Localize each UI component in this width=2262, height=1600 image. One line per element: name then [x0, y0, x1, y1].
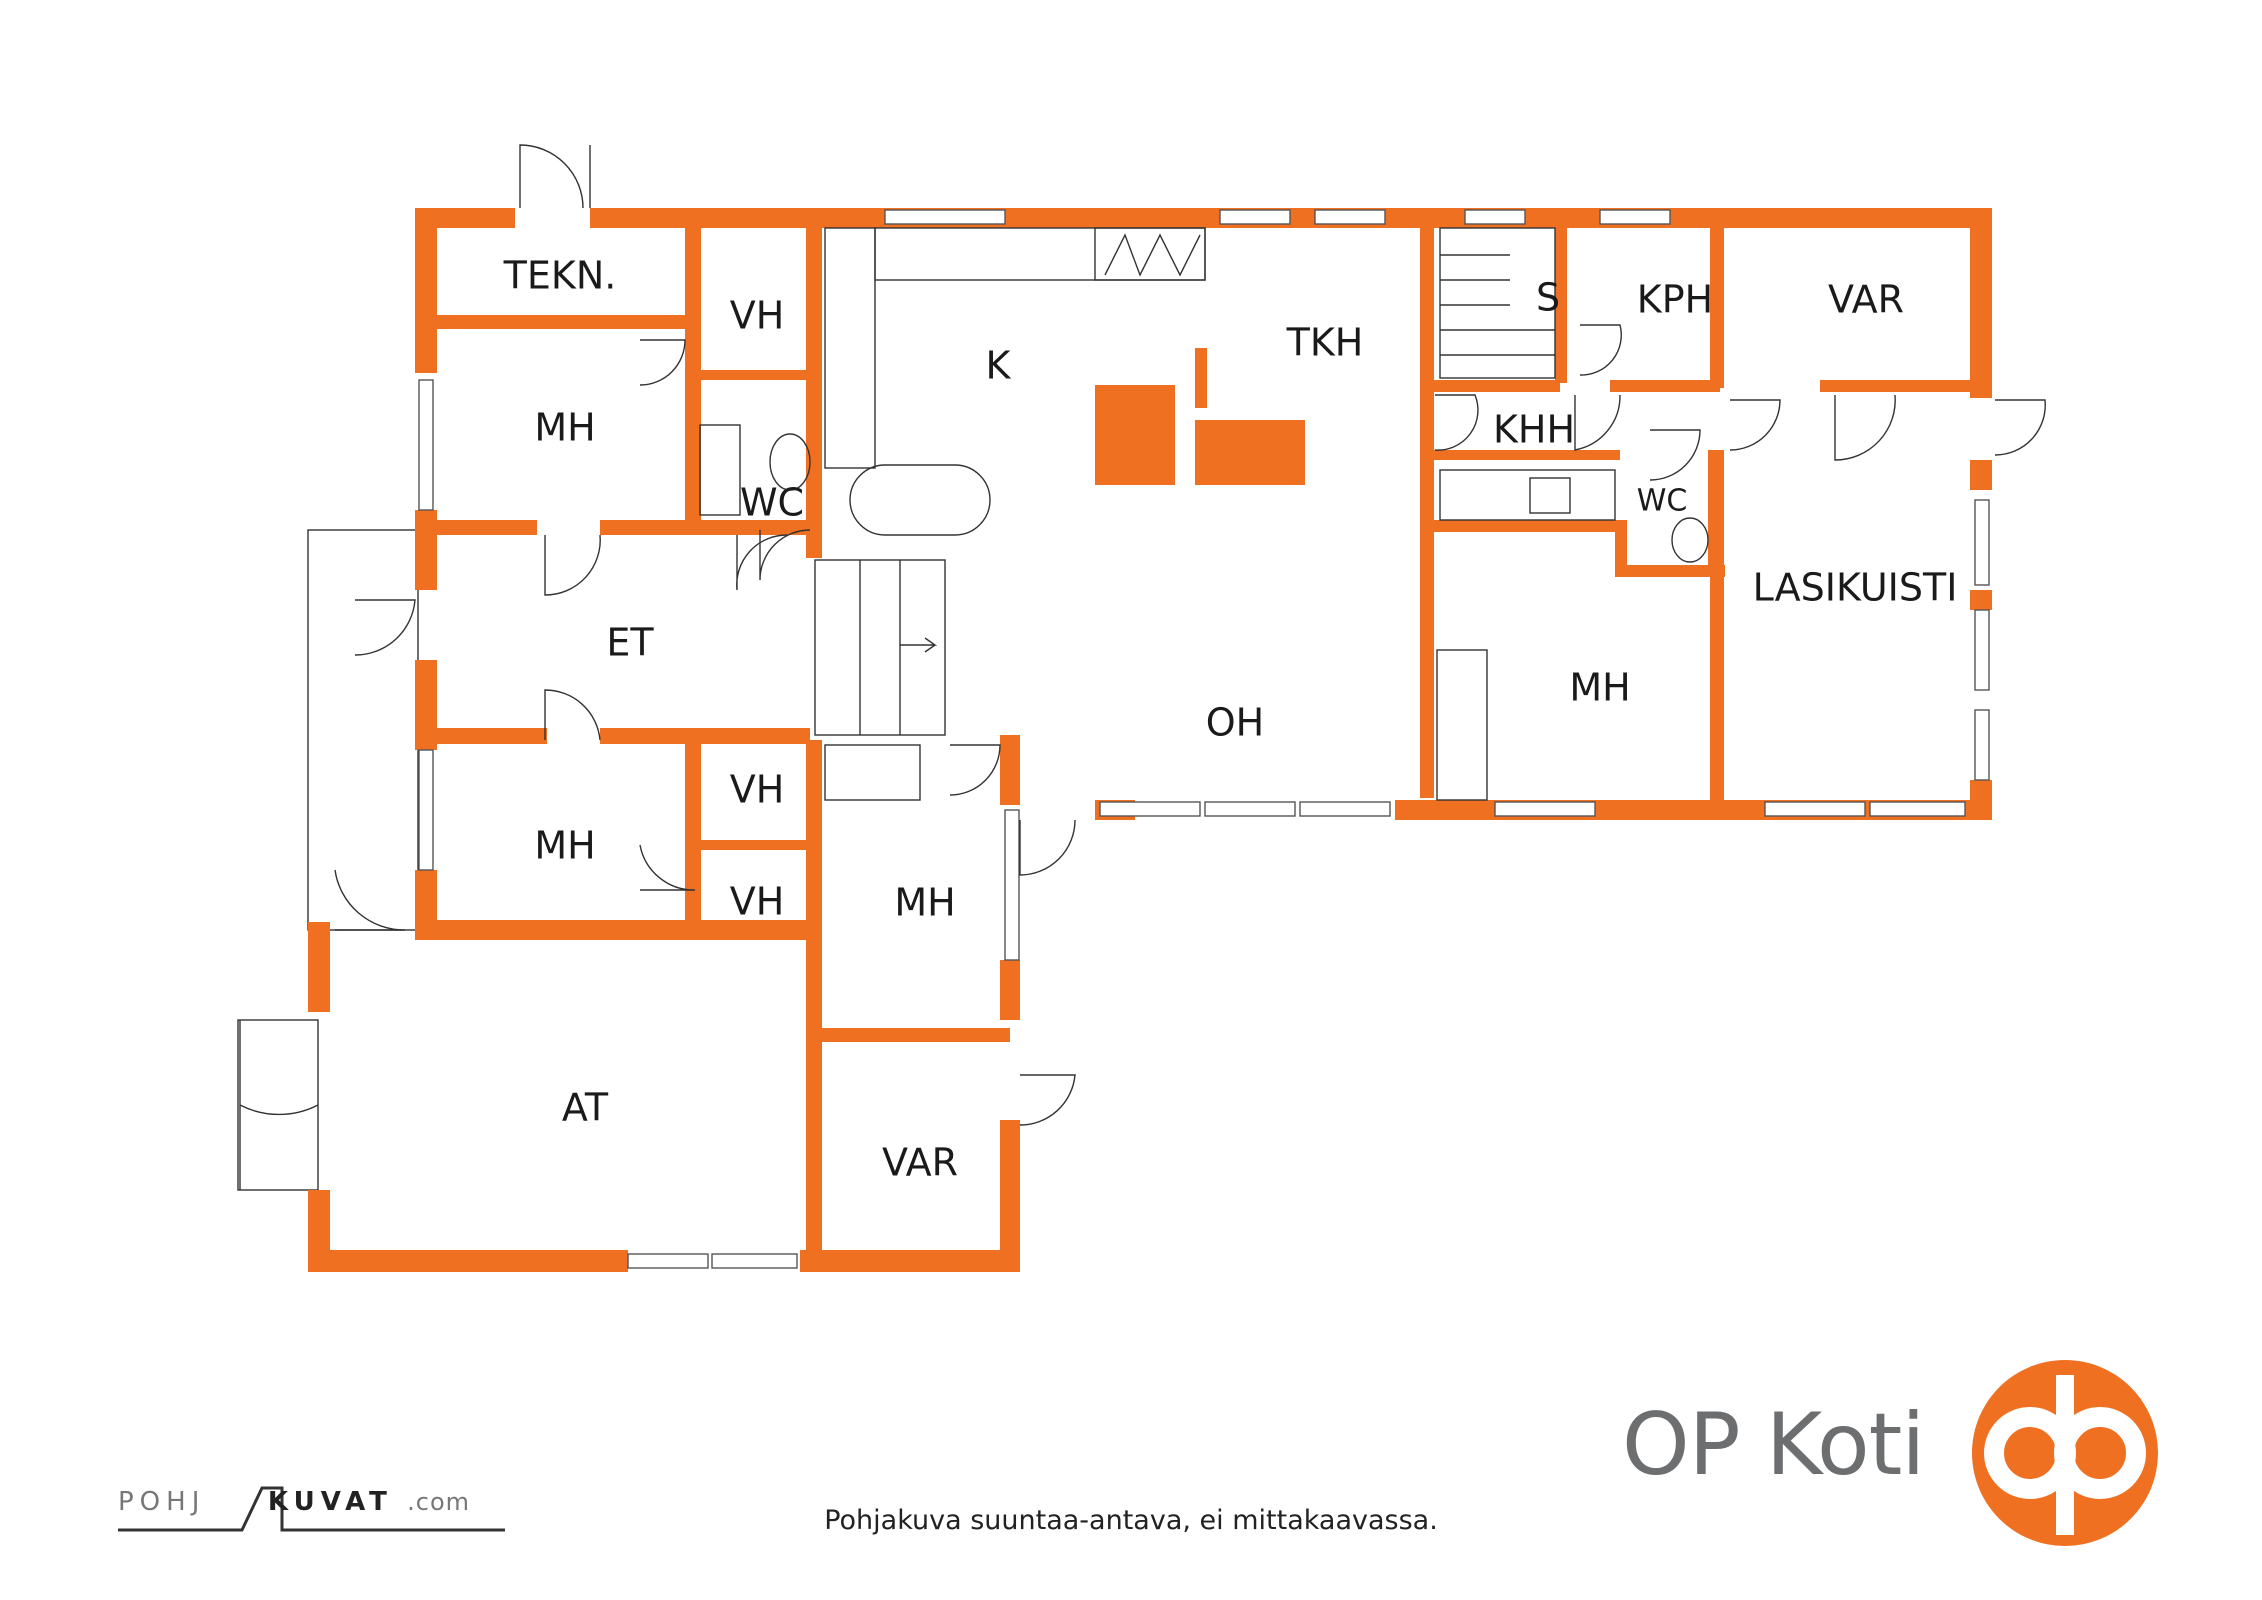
- left-porch-outline: [307, 529, 419, 931]
- room-label-mh-center: MH: [894, 881, 955, 925]
- pohjakuvat-logo-part1: POHJ: [118, 1487, 206, 1517]
- pohjakuvat-logo-part2: KUVAT: [267, 1487, 393, 1517]
- room-label-k: K: [986, 344, 1012, 388]
- pohjakuvat-logo-mark: [118, 1486, 505, 1532]
- room-label-mh-right: MH: [1569, 666, 1630, 710]
- room-label-s: S: [1536, 276, 1560, 320]
- room-label-kph: KPH: [1637, 278, 1713, 322]
- room-label-vh-top: VH: [730, 294, 785, 338]
- room-label-tkh: TKH: [1286, 321, 1364, 365]
- room-label-var-bottom: VAR: [882, 1141, 958, 1185]
- room-label-at: AT: [562, 1086, 609, 1130]
- room-label-vh-mid: VH: [730, 768, 785, 812]
- disclaimer-text: Pohjakuva suuntaa-antava, ei mittakaavas…: [824, 1505, 1438, 1536]
- fixtures: [699, 227, 1709, 801]
- pohjakuvat-logo: POHJ KUVAT .com: [118, 1487, 470, 1517]
- doors: [239, 144, 2046, 1190]
- room-label-et: ET: [606, 621, 654, 665]
- room-label-lasikuisti: LASIKUISTI: [1753, 566, 1958, 610]
- room-label-wc-right: WC: [1637, 484, 1688, 519]
- room-label-oh: OH: [1206, 701, 1264, 745]
- at-entry-outline: [237, 1019, 319, 1191]
- walls: [308, 208, 1992, 1272]
- room-label-mh-top-left: MH: [534, 406, 595, 450]
- room-label-vh-low: VH: [730, 880, 785, 924]
- brand-name: OP Koti: [1622, 1395, 1925, 1495]
- windows: [418, 209, 1990, 1269]
- room-label-var-top: VAR: [1828, 278, 1904, 322]
- op-logo-icon: [1972, 1360, 2158, 1546]
- room-label-mh-left-low: MH: [534, 824, 595, 868]
- pohjakuvat-logo-part3: .com: [407, 1488, 471, 1516]
- room-label-khh: KHH: [1493, 408, 1575, 452]
- room-labels: TEKN. VH K TKH S KPH VAR MH WC KHH WC LA…: [503, 254, 1958, 1185]
- room-label-tekn: TEKN.: [503, 254, 617, 298]
- room-label-wc-left: WC: [740, 481, 804, 525]
